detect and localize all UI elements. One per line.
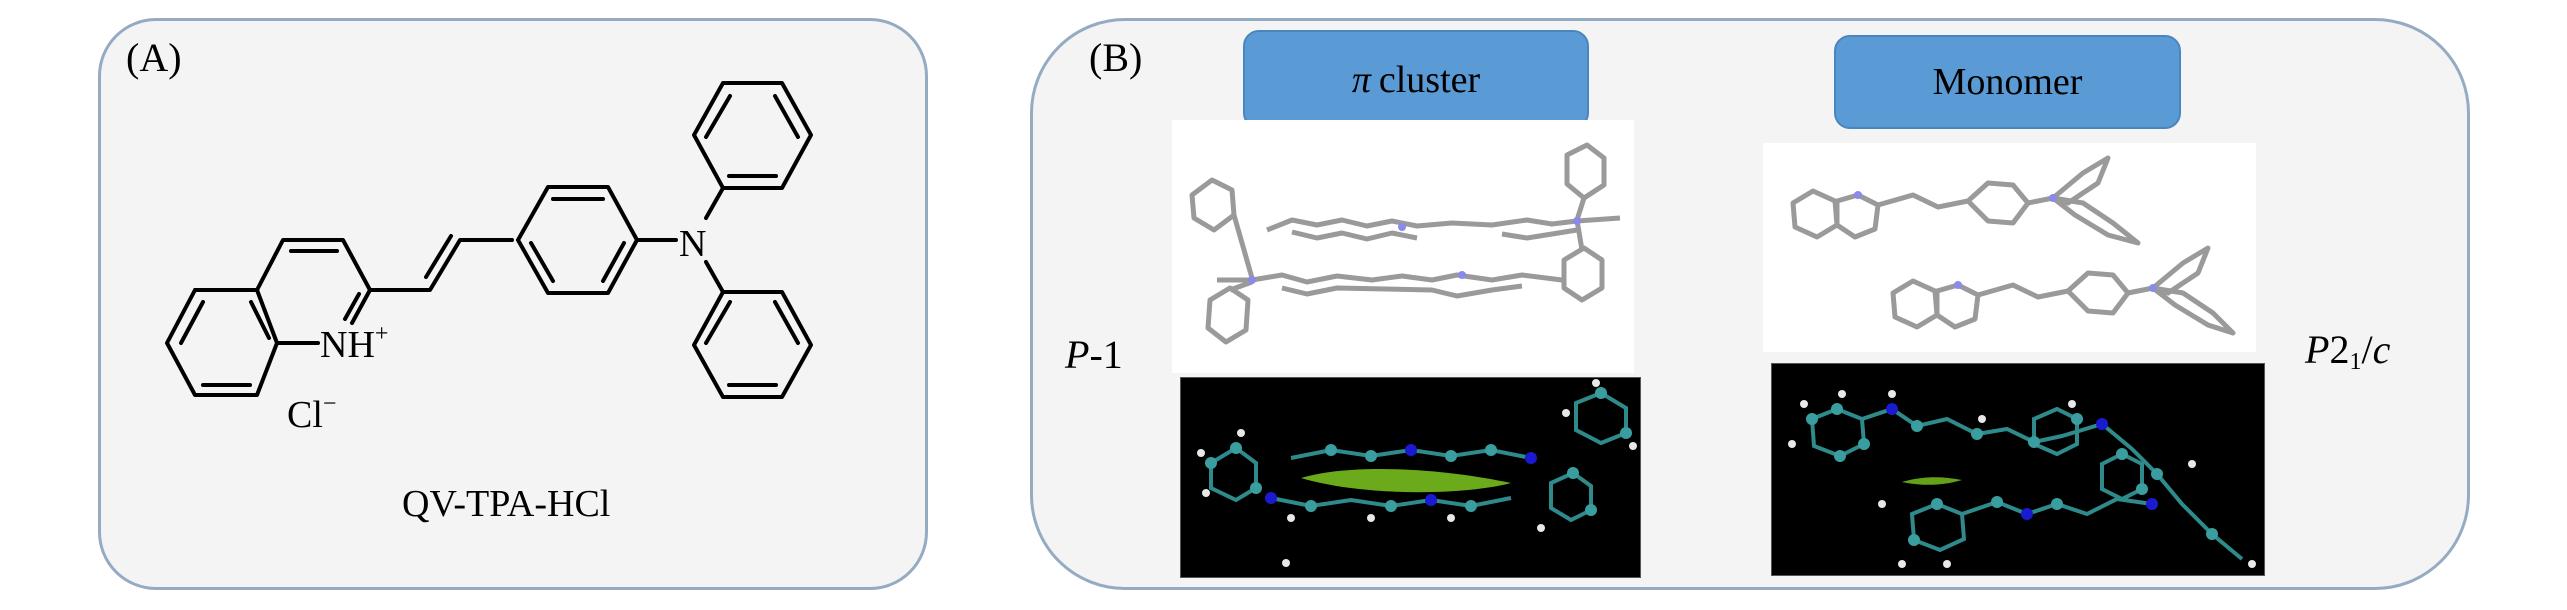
panel-a-label: (A) — [126, 35, 182, 80]
amine-nitrogen-label: N — [679, 223, 706, 265]
pi-cluster-stick-render — [1189, 142, 1621, 345]
monomer-green-isosurface — [1902, 477, 1962, 485]
pi-cluster-green-isosurface — [1301, 468, 1511, 493]
monomer-hydrogen-atoms — [1788, 390, 2256, 568]
pi-cluster-right-phenyl-1 — [1564, 142, 1607, 201]
monomer-upper-vinyl — [1877, 192, 1969, 210]
monomer-side-phenyl-chain — [2100, 422, 2244, 561]
pi-cluster-left-phenyl-1 — [1189, 177, 1237, 233]
monomer-upper-phenylene-ring — [1965, 180, 2031, 226]
monomer-interaction-image — [1771, 363, 2265, 576]
monomer-upper-bond-n — [2027, 195, 2054, 206]
pi-cluster-nitrogen-4 — [1458, 271, 1466, 279]
protonated-nitrogen-label: NH+ — [320, 321, 388, 366]
bond-n-upper-phenyl — [704, 186, 725, 220]
pi-cluster-right-lower-ring — [1549, 470, 1593, 523]
pi-cluster-bond-3 — [1574, 197, 1587, 221]
pi-cluster-interaction-render — [1197, 379, 1637, 567]
space-group-p-1: P-1 — [1065, 332, 1123, 377]
pi-cluster-nitrogen-3 — [1573, 217, 1581, 225]
bonds — [165, 81, 813, 399]
pi-cluster-upper-phenylene-edge — [1501, 227, 1578, 241]
header-monomer-text: Monomer — [1932, 61, 2083, 103]
monomer-lower-nitrogen-1 — [1954, 281, 1962, 289]
benzo-double-3 — [249, 300, 271, 340]
monomer-lower-benzo-ring — [1890, 278, 1940, 330]
chemical-structure-qv-tpa-hcl: NH+ N Cl− QV-TPA-HCl — [165, 81, 813, 525]
pi-symbol: π — [1351, 58, 1371, 101]
upper-phenyl-double-2 — [704, 94, 732, 139]
pi-cluster-upper-molecule — [1266, 215, 1621, 233]
pi-cluster-right-phenyl-2 — [1561, 245, 1605, 303]
lower-phenyl-double-2 — [773, 300, 800, 345]
monomer-lower-benzo — [1909, 501, 1967, 553]
monomer-nitrogen-atoms — [1886, 403, 2158, 520]
monomer-interaction-render — [1788, 390, 2256, 568]
pi-cluster-left-ring — [1209, 445, 1258, 503]
benzo-double-1 — [179, 300, 205, 345]
pi-cluster-interaction-image — [1180, 377, 1641, 578]
monomer-upper-nitrogen-2 — [2049, 194, 2057, 202]
pi-cluster-nitrogen-atoms — [1265, 444, 1537, 506]
pi-cluster-nitrogen-1 — [1248, 276, 1256, 284]
header-monomer: Monomer — [1834, 35, 2181, 129]
monomer-lower-phenylene — [2100, 451, 2144, 502]
compound-name: QV-TPA-HCl — [402, 483, 610, 525]
bond-n-lower-phenyl — [704, 260, 725, 294]
monomer-upper-nitrogen-1 — [1854, 191, 1862, 199]
pi-cluster-right-ring — [1574, 390, 1628, 446]
monomer-upper-tpa-ring-2 — [2050, 195, 2141, 246]
lower-phenyl-double-1 — [704, 300, 732, 345]
panel-b-label: (B) — [1089, 35, 1143, 80]
pi-cluster-bond-2 — [1229, 279, 1253, 293]
pi-cluster-carbon-atoms — [1205, 387, 1632, 516]
phenylene-double-2 — [529, 241, 555, 283]
monomer-lower-phenylene-ring — [2065, 270, 2131, 316]
pi-cluster-left-phenyl-2 — [1205, 285, 1251, 345]
monomer-upper-tpa-ring-1 — [2050, 155, 2111, 206]
monomer-upper-pyridine-ring — [1834, 192, 1881, 240]
pi-cluster-lower-ring-edge — [1281, 283, 1523, 299]
header-pi-cluster: π cluster — [1243, 30, 1589, 129]
phenylene-double-3 — [601, 241, 626, 283]
vinyl-bridge — [368, 238, 514, 292]
space-group-p21c: P21/c — [2305, 327, 2391, 375]
monomer-lower-vinyl — [1977, 282, 2069, 300]
monomer-lower-nitrogen-2 — [2149, 284, 2157, 292]
chloride-counterion-label: Cl− — [287, 391, 336, 436]
pi-cluster-stick-model-image — [1172, 120, 1634, 373]
monomer-lower-bond-n — [2127, 285, 2154, 296]
pi-cluster-bond-4 — [1574, 219, 1585, 251]
pi-cluster-upper-ring-edge — [1291, 229, 1418, 242]
monomer-upper-benzo-ring — [1790, 188, 1840, 240]
upper-phenyl-ring — [692, 81, 813, 190]
header-pi-cluster-text: cluster — [1378, 58, 1481, 101]
monomer-upper-benzo — [1809, 406, 1867, 459]
vinyl-double — [424, 234, 453, 279]
monomer-stick-render — [1790, 155, 2236, 336]
pi-cluster-nitrogen-2 — [1398, 223, 1406, 231]
monomer-lower-tpa-ring-2 — [2150, 285, 2236, 336]
pi-cluster-lower-molecule — [1217, 272, 1563, 285]
pyridine-double-2 — [343, 292, 361, 321]
monomer-carbon-atoms — [1806, 403, 2218, 546]
monomer-stick-model-image — [1763, 143, 2256, 352]
pyridine-ring — [255, 238, 372, 325]
monomer-lower-pyridine-ring — [1934, 282, 1981, 330]
pi-cluster-hydrogen-atoms — [1197, 379, 1637, 567]
pi-cluster-bond-1 — [1231, 214, 1255, 279]
lower-phenyl-ring — [692, 290, 813, 399]
monomer-lower-tpa-ring-1 — [2150, 245, 2211, 296]
phenylene-ring — [516, 185, 639, 295]
upper-phenyl-double-3 — [773, 94, 800, 139]
